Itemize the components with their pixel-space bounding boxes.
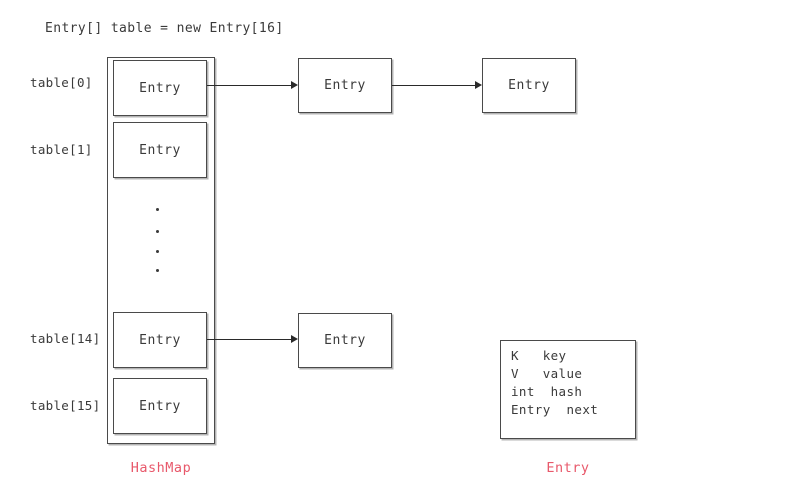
entry-field-key: K key [511, 348, 567, 363]
array-declaration-text: Entry[] table = new Entry[16] [45, 21, 284, 36]
entry-caption: Entry [546, 460, 590, 476]
chain-arrow-head-table0-node1 [291, 81, 298, 89]
chain-arrow-head-table14-node1 [291, 335, 298, 343]
ellipsis-dot [156, 208, 159, 211]
ellipsis-dot [156, 269, 159, 272]
chain-arrow-line-table0-node2 [392, 85, 475, 86]
slot-label-table-15: table[15] [30, 398, 101, 413]
slot-label-table-14: table[14] [30, 331, 101, 346]
chain-arrow-line-table14-node1 [207, 339, 291, 340]
chain-arrow-head-table0-node2 [475, 81, 482, 89]
chain-node-label: Entry [508, 78, 550, 93]
entry-field-hash: int hash [511, 384, 583, 399]
slot-box-label: Entry [139, 332, 181, 348]
slot-box-table-1[interactable]: Entry [113, 122, 207, 178]
hashmap-caption: HashMap [130, 460, 192, 476]
chain-arrow-line-table0-node1 [207, 85, 291, 86]
slot-box-label: Entry [139, 80, 181, 96]
chain-node-label: Entry [324, 333, 366, 348]
slot-box-label: Entry [139, 398, 181, 414]
slot-box-table-15[interactable]: Entry [113, 378, 207, 434]
chain-node-table0-1[interactable]: Entry [298, 58, 392, 113]
chain-node-label: Entry [324, 78, 366, 93]
chain-node-table14-1[interactable]: Entry [298, 313, 392, 368]
slot-label-table-1: table[1] [30, 142, 93, 157]
entry-legend-box: K key V value int hash Entry next [500, 340, 636, 439]
chain-node-table0-2[interactable]: Entry [482, 58, 576, 113]
ellipsis-dots [156, 203, 166, 277]
entry-field-next: Entry next [511, 402, 599, 417]
entry-field-value: V value [511, 366, 583, 381]
slot-label-table-0: table[0] [30, 75, 93, 90]
slot-box-label: Entry [139, 142, 181, 158]
slot-box-table-14[interactable]: Entry [113, 312, 207, 368]
ellipsis-dot [156, 250, 159, 253]
ellipsis-dot [156, 230, 159, 233]
slot-box-table-0[interactable]: Entry [113, 60, 207, 116]
